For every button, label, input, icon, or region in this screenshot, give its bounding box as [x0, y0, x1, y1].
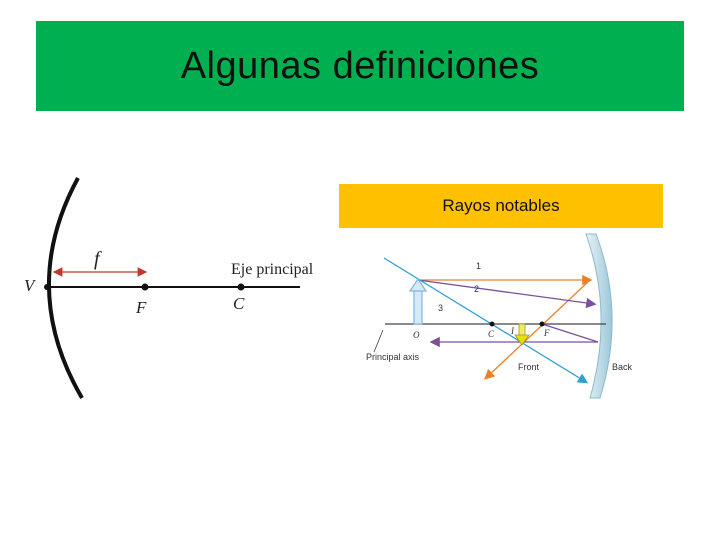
image-label: I	[510, 326, 515, 336]
ray-3-label: 3	[438, 303, 443, 313]
focal-length-label: f	[94, 248, 102, 270]
ray-1-reflected	[484, 279, 591, 380]
vertex-point	[44, 284, 50, 290]
focus-label: F	[135, 298, 147, 317]
center-point	[237, 283, 245, 291]
object-arrow-head	[408, 277, 428, 292]
right-center-label: C	[488, 329, 495, 339]
ray-2-through-focus	[541, 323, 599, 343]
notable-rays-label: Rayos notables	[442, 196, 560, 215]
focus-point-f	[539, 321, 545, 327]
object-arrow-shaft	[413, 289, 423, 325]
front-label: Front	[518, 362, 540, 372]
right-focus-label: F	[543, 328, 550, 338]
ray-2-incident	[417, 279, 597, 309]
image-arrow-shaft	[518, 323, 526, 337]
ray-1-label: 1	[476, 261, 481, 271]
slide-title: Algunas definiciones	[180, 44, 540, 87]
axis-pointer	[373, 329, 384, 353]
curved-mirror	[585, 233, 613, 399]
ray-2-label: 2	[474, 284, 479, 294]
principal-axis-label: Eje principal	[231, 261, 314, 278]
back-label: Back	[612, 362, 633, 372]
principal-axis-text: Principal axis	[366, 352, 420, 362]
object-label: O	[413, 330, 420, 340]
image-arrow-head	[514, 334, 530, 346]
notable-rays-badge: Rayos notables	[339, 184, 663, 228]
vertex-label: V	[24, 276, 37, 295]
center-label: C	[233, 294, 245, 313]
focus-point	[141, 283, 149, 291]
center-point-c	[489, 321, 495, 327]
title-bar: Algunas definiciones	[36, 21, 684, 111]
